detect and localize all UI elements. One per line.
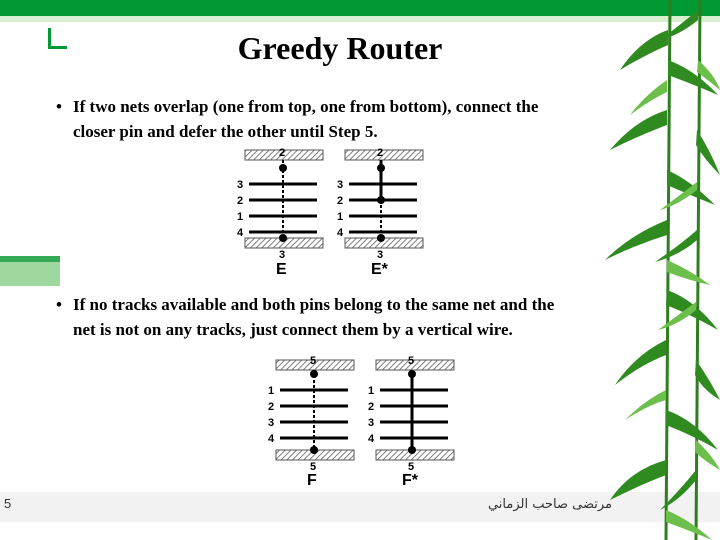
track-label: 4 xyxy=(268,433,275,445)
figure-f-star-right-panel: 5 5 1 2 3 4 F* xyxy=(368,355,454,488)
figure-caption: E* xyxy=(371,261,389,278)
pin-label-top: 2 xyxy=(377,147,383,159)
bullet-text-2: If no tracks available and both pins bel… xyxy=(73,292,576,342)
figure-f-routing: 5 5 1 2 3 4 F 5 5 1 2 3 4 F* xyxy=(264,352,460,488)
figure-e-routing: 2 3 3 2 1 4 E 2 3 3 2 1 4 E* xyxy=(233,146,429,278)
figure-caption: F* xyxy=(402,472,419,488)
bullet-text-1: If two nets overlap (one from top, one f… xyxy=(73,94,556,144)
track-label: 4 xyxy=(368,433,375,445)
pin-label-top: 5 xyxy=(408,355,414,367)
track-label: 2 xyxy=(237,195,243,207)
pin-label-bottom: 3 xyxy=(377,249,383,261)
track-label: 1 xyxy=(268,385,274,397)
track-label: 1 xyxy=(237,211,243,223)
track-label: 3 xyxy=(368,417,374,429)
track-label: 2 xyxy=(268,401,274,413)
figure-caption: F xyxy=(307,472,317,488)
pin-label-bottom: 3 xyxy=(279,249,285,261)
corner-bracket-icon xyxy=(48,28,67,49)
bullet-dot-icon: • xyxy=(56,94,62,119)
bullet-item-2: • If no tracks available and both pins b… xyxy=(56,292,576,342)
track-label: 4 xyxy=(237,227,244,239)
figure-e-star-right-panel: 2 3 3 2 1 4 E* xyxy=(337,147,423,278)
bamboo-leaves-icon xyxy=(600,0,720,540)
bullet-item-1: • If two nets overlap (one from top, one… xyxy=(56,94,556,144)
figure-caption: E xyxy=(276,261,287,278)
slide-title: Greedy Router xyxy=(110,30,570,67)
pin-label-top: 5 xyxy=(310,355,316,367)
track-label: 1 xyxy=(368,385,374,397)
track-label: 2 xyxy=(337,195,343,207)
figure-f-left-panel: 5 5 1 2 3 4 F xyxy=(268,355,354,488)
left-accent-stripe xyxy=(0,256,60,262)
track-label: 2 xyxy=(368,401,374,413)
track-label: 4 xyxy=(337,227,344,239)
track-label: 3 xyxy=(268,417,274,429)
track-label: 3 xyxy=(337,179,343,191)
figure-e-left-panel: 2 3 3 2 1 4 E xyxy=(237,147,323,278)
slide-number: 5 xyxy=(4,496,11,511)
pin-label-top: 2 xyxy=(279,147,285,159)
footer-author: مرتضى صاحب الزماني xyxy=(488,497,612,512)
track-label: 1 xyxy=(337,211,343,223)
track-label: 3 xyxy=(237,179,243,191)
bullet-dot-icon: • xyxy=(56,292,62,317)
